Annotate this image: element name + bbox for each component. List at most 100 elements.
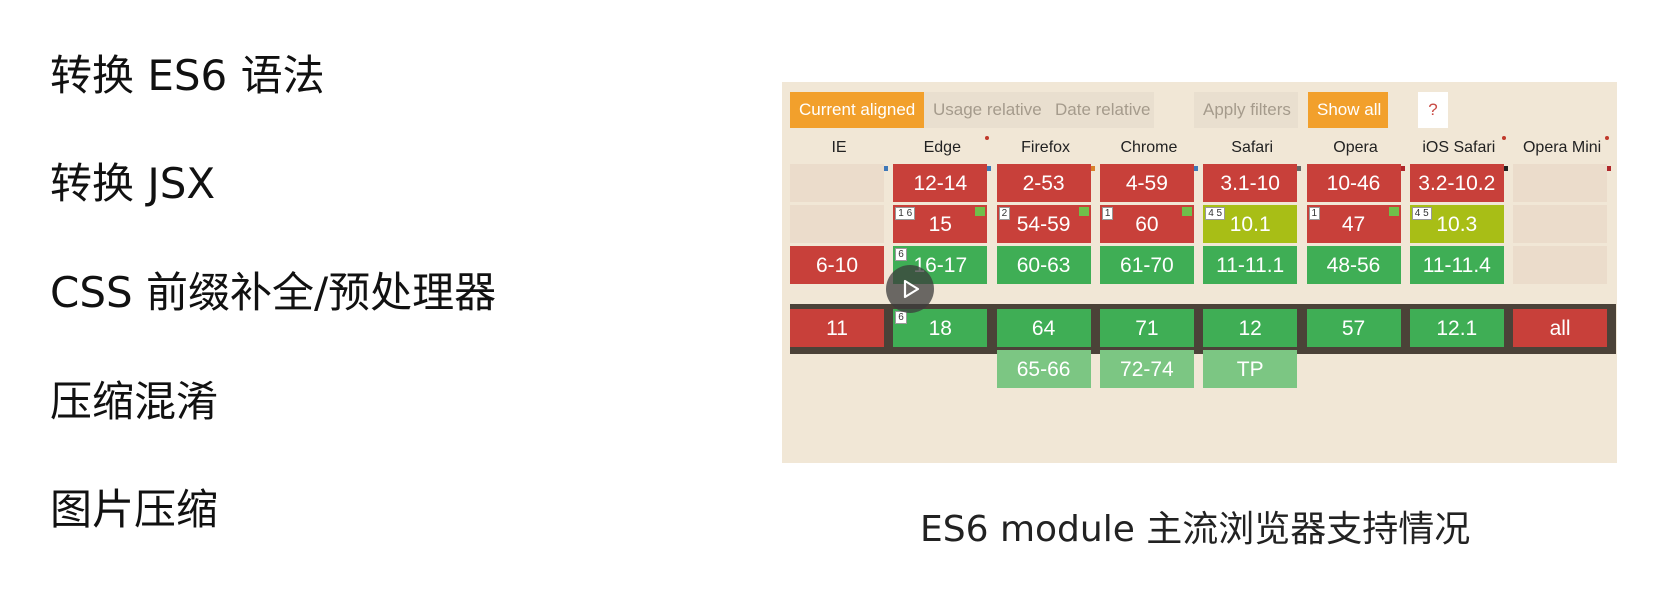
version-cell[interactable]: 65-66 xyxy=(996,350,1091,388)
version-label: TP xyxy=(1236,358,1264,381)
version-cell[interactable]: 72-74 xyxy=(1099,350,1194,388)
note-badge: 6 xyxy=(895,311,907,324)
notes-dot-icon xyxy=(985,136,990,140)
browser-name: Chrome xyxy=(1120,139,1178,156)
version-label: 10.3 xyxy=(1436,213,1478,236)
version-cell[interactable]: 71 xyxy=(1099,309,1194,347)
version-cell[interactable]: 3.2-10.2 xyxy=(1409,164,1504,202)
note-badge: 6 xyxy=(895,248,907,261)
browser-name: IE xyxy=(831,139,847,156)
version-cell[interactable]: 60 1 xyxy=(1099,205,1194,243)
version-label: 60 xyxy=(1135,213,1159,236)
browser-name: Firefox xyxy=(1021,139,1071,156)
list-item: CSS 前缀补全/预处理器 xyxy=(50,268,497,317)
version-cell[interactable]: 18 6 xyxy=(893,309,988,347)
version-label: 3.2-10.2 xyxy=(1418,172,1496,195)
toolbar: Current aligned Usage relative Date rela… xyxy=(790,92,1617,128)
browser-name: Opera xyxy=(1333,139,1378,156)
video-play-button[interactable] xyxy=(886,265,934,313)
note-badge: 1 xyxy=(1308,207,1321,220)
version-label: 2-53 xyxy=(1022,172,1065,195)
version-label: all xyxy=(1549,317,1571,340)
version-cell[interactable]: TP xyxy=(1203,350,1298,388)
version-cell xyxy=(790,205,884,243)
list-item: 图片压缩 xyxy=(50,485,219,534)
browser-column: iOS Safari 3.2-10.2 10.3 4 5 11-11.4 12.1 xyxy=(1409,134,1508,347)
note-badge: 2 xyxy=(998,207,1011,220)
version-label: 10-46 xyxy=(1326,172,1381,195)
browser-column: IE 6-10 11 xyxy=(790,134,888,347)
version-label: 54-59 xyxy=(1016,213,1071,236)
version-label: 4-59 xyxy=(1125,172,1168,195)
flag-icon xyxy=(1181,207,1192,216)
list-item: 转换 ES6 语法 xyxy=(50,51,325,100)
help-button[interactable]: ? xyxy=(1418,92,1448,128)
version-cell[interactable]: 12.1 xyxy=(1409,309,1504,347)
version-cell[interactable]: 11-11.4 xyxy=(1409,246,1504,284)
version-label: 12-14 xyxy=(913,172,968,195)
browser-column: Firefox 2-53 54-59 2 60-63 64 65-66 xyxy=(996,134,1095,388)
flag-icon xyxy=(1078,207,1089,216)
version-cell xyxy=(1513,246,1608,284)
version-cell[interactable]: 10.3 4 5 xyxy=(1409,205,1504,243)
version-cell[interactable]: 10-46 xyxy=(1306,164,1401,202)
version-cell[interactable]: 11 xyxy=(790,309,884,347)
version-label: 57 xyxy=(1341,317,1366,340)
version-cell xyxy=(1513,164,1608,202)
version-label: 12.1 xyxy=(1436,317,1478,340)
notes-dot-icon xyxy=(1605,136,1610,140)
version-cell[interactable]: 3.1-10 xyxy=(1203,164,1298,202)
current-aligned-button[interactable]: Current aligned xyxy=(790,92,924,128)
flag-icon xyxy=(975,207,986,216)
version-cell[interactable]: 60-63 xyxy=(996,246,1091,284)
version-cell[interactable]: 57 xyxy=(1306,309,1401,347)
version-label: 71 xyxy=(1135,317,1159,340)
browser-name: Safari xyxy=(1231,139,1274,156)
version-label: 18 xyxy=(928,317,952,340)
note-badge: 4 5 xyxy=(1411,207,1432,220)
version-cell[interactable]: 4-59 xyxy=(1099,164,1194,202)
version-label: 60-63 xyxy=(1016,254,1071,277)
apply-filters-button[interactable]: Apply filters xyxy=(1194,92,1298,128)
version-cell[interactable]: 11-11.1 xyxy=(1203,246,1298,284)
version-cell[interactable]: 54-59 2 xyxy=(996,205,1091,243)
note-badge: 4 5 xyxy=(1205,207,1226,220)
version-label: 11-11.1 xyxy=(1216,254,1285,277)
caption: ES6 module 主流浏览器支持情况 xyxy=(920,509,1471,550)
version-cell[interactable]: 64 xyxy=(996,309,1091,347)
note-badge: 1 xyxy=(1101,207,1114,220)
version-label: 12 xyxy=(1238,317,1262,340)
browser-column: Chrome 4-59 60 1 61-70 71 72-74 xyxy=(1099,134,1198,388)
version-cell[interactable]: 2-53 xyxy=(996,164,1091,202)
list-item: 转换 JSX xyxy=(50,159,216,208)
version-cell xyxy=(1513,205,1608,243)
play-icon xyxy=(903,279,920,299)
flag-icon xyxy=(1388,207,1399,216)
version-cell[interactable]: 61-70 xyxy=(1099,246,1194,284)
browser-name: Edge xyxy=(893,134,991,162)
version-label: 48-56 xyxy=(1326,254,1381,277)
version-label: 11-11.4 xyxy=(1422,254,1491,277)
version-cell[interactable]: 48-56 xyxy=(1306,246,1401,284)
version-label: 3.1-10 xyxy=(1220,172,1280,195)
version-cell[interactable]: all xyxy=(1513,309,1608,347)
show-all-button[interactable]: Show all xyxy=(1308,92,1388,128)
usage-relative-button[interactable]: Usage relative xyxy=(924,92,1046,128)
version-cell[interactable]: 12-14 xyxy=(893,164,988,202)
browser-name: iOS Safari xyxy=(1410,134,1508,162)
version-label: 10.1 xyxy=(1229,213,1271,236)
version-label: 11 xyxy=(826,317,848,340)
note-badge: 1 6 xyxy=(895,207,916,220)
version-cell[interactable]: 12 xyxy=(1203,309,1298,347)
browser-support-screenshot: Current aligned Usage relative Date rela… xyxy=(782,82,1617,463)
notes-dot-icon xyxy=(1501,136,1506,140)
version-label: 64 xyxy=(1031,317,1056,340)
version-cell[interactable]: 6-10 xyxy=(790,246,884,284)
date-relative-button[interactable]: Date relative xyxy=(1046,92,1154,128)
